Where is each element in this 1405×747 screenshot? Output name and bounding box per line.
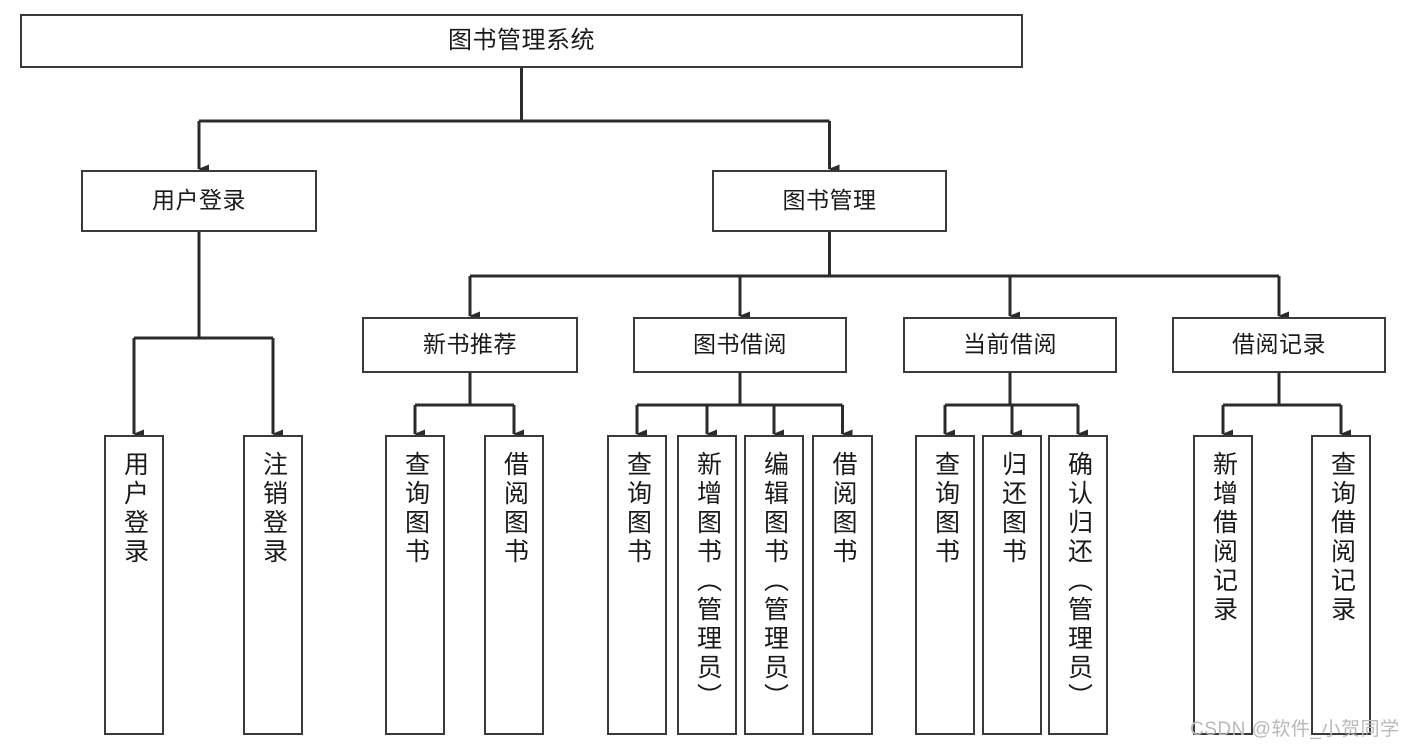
node-leaf-add-record[interactable]: 新增借阅记录 — [1193, 435, 1253, 735]
node-label-book-manage: 图书管理 — [782, 187, 877, 214]
node-label-leaf-confirm-return: 确认归还（管理员） — [1064, 451, 1093, 712]
node-label-root: 图书管理系统 — [448, 26, 595, 54]
node-current-borrow[interactable]: 当前借阅 — [903, 317, 1117, 373]
node-book-manage[interactable]: 图书管理 — [712, 170, 947, 232]
node-leaf-return-book[interactable]: 归还图书 — [982, 435, 1042, 735]
node-label-leaf-borrow-book: 借阅图书 — [829, 451, 857, 567]
node-label-leaf-borrow-book-new: 借阅图书 — [500, 451, 529, 567]
node-leaf-borrow-book-new[interactable]: 借阅图书 — [484, 435, 544, 735]
node-label-leaf-user-login: 用户登录 — [120, 451, 149, 567]
node-new-book-recommend[interactable]: 新书推荐 — [362, 317, 578, 373]
node-label-leaf-add-book: 新增图书（管理员） — [693, 451, 722, 712]
node-user-login[interactable]: 用户登录 — [81, 170, 317, 232]
node-label-leaf-query-book-borrow: 查询图书 — [623, 451, 652, 567]
node-label-new-book-recommend: 新书推荐 — [423, 331, 517, 358]
node-label-leaf-logout: 注销登录 — [259, 451, 288, 567]
node-label-leaf-query-book-current: 查询图书 — [931, 451, 960, 567]
node-label-leaf-return-book: 归还图书 — [998, 451, 1027, 567]
node-label-leaf-add-record: 新增借阅记录 — [1209, 451, 1238, 625]
node-label-current-borrow: 当前借阅 — [963, 331, 1057, 358]
node-leaf-query-book-borrow[interactable]: 查询图书 — [607, 435, 667, 735]
node-label-leaf-edit-book: 编辑图书（管理员） — [760, 451, 789, 712]
node-label-borrow-record: 借阅记录 — [1232, 331, 1326, 358]
node-label-book-borrow: 图书借阅 — [693, 331, 787, 358]
node-label-leaf-query-record: 查询借阅记录 — [1327, 451, 1356, 625]
node-root[interactable]: 图书管理系统 — [20, 14, 1023, 68]
node-leaf-borrow-book[interactable]: 借阅图书 — [812, 435, 873, 735]
node-leaf-query-record[interactable]: 查询借阅记录 — [1311, 435, 1371, 735]
node-leaf-user-login[interactable]: 用户登录 — [104, 435, 164, 735]
node-leaf-query-book-new[interactable]: 查询图书 — [385, 435, 445, 735]
node-book-borrow[interactable]: 图书借阅 — [633, 317, 847, 373]
node-label-leaf-query-book-new: 查询图书 — [401, 451, 430, 567]
node-borrow-record[interactable]: 借阅记录 — [1172, 317, 1386, 373]
node-leaf-edit-book[interactable]: 编辑图书（管理员） — [744, 435, 804, 735]
node-leaf-add-book[interactable]: 新增图书（管理员） — [677, 435, 737, 735]
node-label-user-login: 用户登录 — [152, 187, 246, 214]
node-leaf-query-book-current[interactable]: 查询图书 — [915, 435, 975, 735]
node-leaf-logout[interactable]: 注销登录 — [243, 435, 303, 735]
node-leaf-confirm-return[interactable]: 确认归还（管理员） — [1048, 435, 1108, 735]
